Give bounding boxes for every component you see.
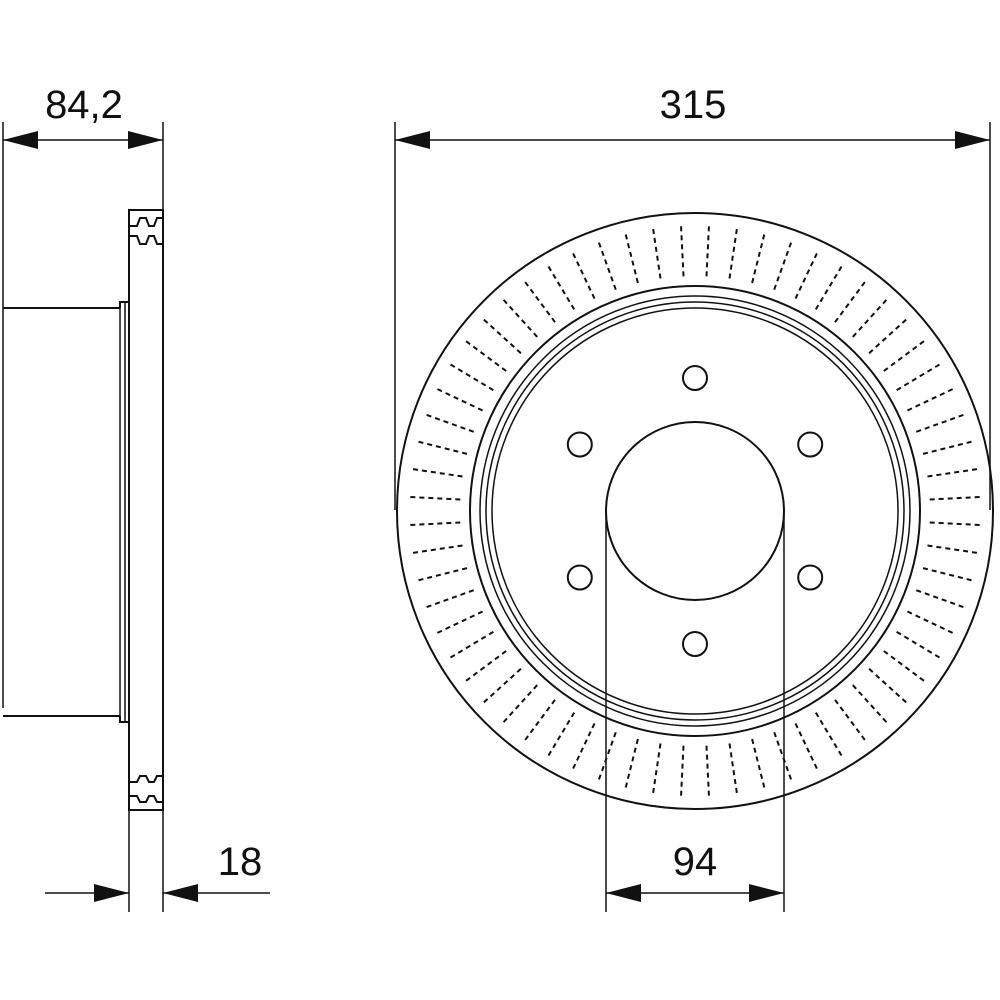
cooling-slot xyxy=(436,610,484,635)
cooling-slot xyxy=(436,387,484,412)
cooling-slot xyxy=(922,567,973,582)
cooling-slot xyxy=(409,496,461,501)
cooling-slot xyxy=(597,731,617,781)
cooling-slot xyxy=(425,589,475,609)
cooling-slot xyxy=(883,650,926,683)
center-bore-label: 94 xyxy=(673,840,718,884)
cooling-slot xyxy=(411,468,463,478)
disc-thickness-dimension: 18 xyxy=(45,840,270,902)
cooling-slot xyxy=(624,233,639,284)
cooling-slot xyxy=(896,630,941,659)
cooling-slot xyxy=(922,440,973,455)
cooling-slot xyxy=(794,252,819,300)
bolt-holes xyxy=(566,365,824,657)
cooling-slot xyxy=(868,318,908,354)
hat-ring-inner xyxy=(491,307,899,715)
cooling-slot xyxy=(571,252,596,300)
cooling-slot xyxy=(773,731,793,781)
cooling-slot xyxy=(814,712,843,757)
cooling-slot xyxy=(502,684,538,724)
cooling-slot xyxy=(502,298,538,338)
cooling-slot xyxy=(728,227,738,279)
cooling-slot xyxy=(597,241,617,291)
cooling-slot xyxy=(523,280,556,323)
cooling-slot xyxy=(705,225,710,277)
disc-diameter-label: 315 xyxy=(660,83,727,127)
cooling-slot xyxy=(409,521,461,526)
cooling-slot xyxy=(547,712,576,757)
disc-diameter-dimension: 315 xyxy=(394,83,991,510)
cooling-slot xyxy=(464,339,507,372)
center-bore xyxy=(605,421,785,601)
cooling-slot xyxy=(425,413,475,433)
cooling-slot xyxy=(547,265,576,310)
cooling-slots xyxy=(409,225,981,797)
cooling-slot xyxy=(852,298,888,338)
bolt-hole xyxy=(682,365,708,391)
cooling-slot xyxy=(773,241,793,291)
cooling-slot xyxy=(852,684,888,724)
cooling-slot xyxy=(652,227,662,279)
cooling-slot xyxy=(680,225,685,277)
cooling-slot xyxy=(624,738,639,789)
cooling-slot xyxy=(927,468,979,478)
cooling-slot xyxy=(915,589,965,609)
cooling-slot xyxy=(571,722,596,770)
disc-outer-edge xyxy=(396,212,994,810)
cooling-slot xyxy=(814,265,843,310)
hat-ring-outer xyxy=(479,295,911,727)
cooling-slot xyxy=(482,668,522,704)
cooling-slot xyxy=(449,363,494,392)
disc-thickness-label: 18 xyxy=(218,840,263,884)
disc-ring-profile xyxy=(128,209,164,811)
cooling-slot xyxy=(728,743,738,795)
friction-ring-inner-edge xyxy=(469,285,921,737)
cooling-slot xyxy=(794,722,819,770)
cooling-slot xyxy=(417,440,468,455)
cooling-slot xyxy=(906,387,954,412)
cooling-slot xyxy=(751,738,766,789)
cooling-slot xyxy=(883,339,926,372)
bolt-hole xyxy=(797,564,824,591)
bolt-hole xyxy=(797,431,824,458)
cooling-slot xyxy=(834,280,867,323)
cooling-slot xyxy=(896,363,941,392)
bolt-hole xyxy=(682,631,708,657)
cooling-slot xyxy=(417,567,468,582)
cooling-slot xyxy=(523,699,556,742)
cooling-slot xyxy=(927,544,979,554)
cooling-slot xyxy=(834,699,867,742)
cooling-slot xyxy=(482,318,522,354)
cooling-slot xyxy=(868,668,908,704)
bolt-hole xyxy=(566,564,593,591)
cooling-slot xyxy=(449,630,494,659)
cooling-slot xyxy=(411,544,463,554)
cooling-slot xyxy=(906,610,954,635)
hub-height-dimension: 84,2 xyxy=(3,83,163,149)
bolt-hole xyxy=(566,431,593,458)
cooling-slot xyxy=(915,413,965,433)
cooling-slot xyxy=(464,650,507,683)
hat-ring-middle xyxy=(485,301,905,721)
cooling-slot xyxy=(680,745,685,797)
cooling-slot xyxy=(652,743,662,795)
hub-profile xyxy=(3,301,129,723)
cooling-slot xyxy=(705,745,710,797)
cooling-slot xyxy=(929,496,981,501)
cooling-slot xyxy=(751,233,766,284)
hub-height-label: 84,2 xyxy=(45,83,123,127)
center-bore-dimension: 94 xyxy=(605,511,785,912)
front-view: 315 94 xyxy=(394,83,994,912)
side-view: 84,2 18 xyxy=(2,83,270,912)
cooling-slot xyxy=(929,521,981,526)
